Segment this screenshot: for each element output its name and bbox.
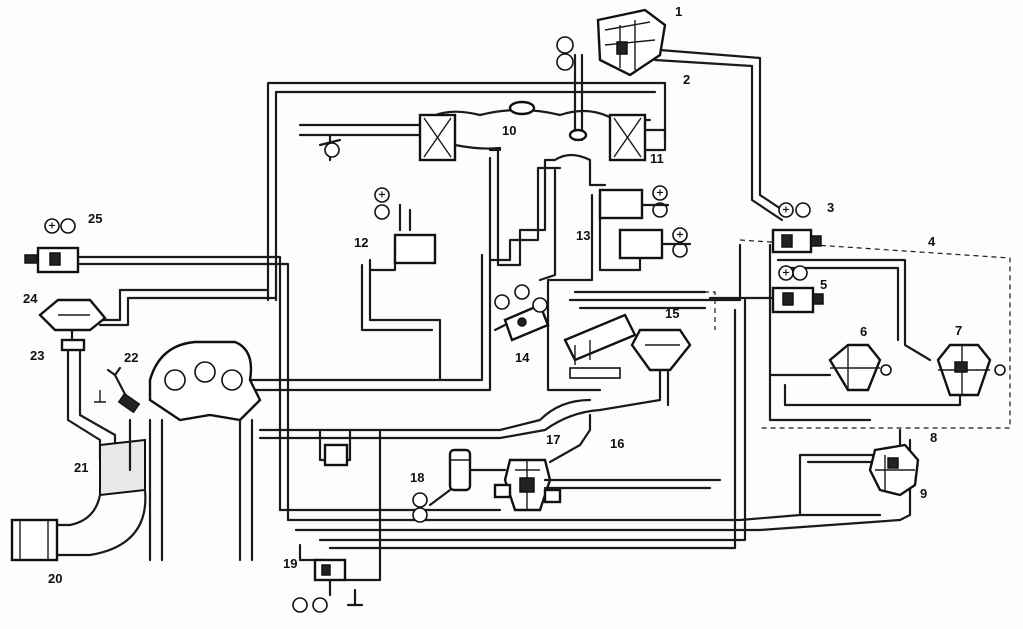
label-7: 7 bbox=[955, 323, 962, 338]
component-22 bbox=[94, 366, 141, 414]
component-6 bbox=[828, 343, 892, 392]
label-18: 18 bbox=[410, 470, 424, 485]
component-5 bbox=[771, 265, 824, 314]
component-14 bbox=[493, 284, 550, 342]
component-3 bbox=[771, 202, 822, 254]
label-21: 21 bbox=[74, 460, 88, 475]
plus-icon: + bbox=[378, 190, 386, 201]
component-24 bbox=[38, 298, 107, 332]
component-25 bbox=[24, 218, 80, 274]
component-labels: 1 2 3 4 5 6 7 8 9 10 11 12 13 14 15 16 1… bbox=[23, 4, 962, 586]
component-8-9 bbox=[868, 428, 920, 497]
label-15: 15 bbox=[665, 306, 679, 321]
label-20: 20 bbox=[48, 571, 62, 586]
label-4: 4 bbox=[928, 234, 936, 249]
label-1: 1 bbox=[675, 4, 682, 19]
exhaust-pipe bbox=[10, 438, 147, 562]
label-3: 3 bbox=[827, 200, 834, 215]
connector-symbols: + + + + + + bbox=[48, 188, 790, 279]
label-25: 25 bbox=[88, 211, 102, 226]
engine-block bbox=[128, 340, 602, 562]
component-19 bbox=[292, 558, 364, 613]
component-7 bbox=[936, 343, 1006, 397]
label-19: 19 bbox=[283, 556, 297, 571]
sensor-plus-icon bbox=[556, 36, 574, 54]
component-15 bbox=[563, 313, 692, 412]
intake-valve-10 bbox=[508, 100, 536, 116]
component-18 bbox=[412, 448, 507, 523]
plus-icon: + bbox=[782, 205, 790, 216]
component-23 bbox=[60, 338, 117, 462]
label-8: 8 bbox=[930, 430, 937, 445]
plus-icon: + bbox=[676, 230, 684, 241]
label-2: 2 bbox=[683, 72, 690, 87]
sensor-minus-icon bbox=[556, 53, 574, 71]
label-16: 16 bbox=[610, 436, 624, 451]
label-24: 24 bbox=[23, 291, 38, 306]
label-6: 6 bbox=[860, 324, 867, 339]
component-1-canister bbox=[596, 8, 667, 77]
label-17: 17 bbox=[546, 432, 560, 447]
component-13 bbox=[598, 185, 692, 260]
plus-icon: + bbox=[656, 188, 664, 199]
label-13: 13 bbox=[576, 228, 590, 243]
label-10: 10 bbox=[502, 123, 516, 138]
throttle-switch bbox=[318, 133, 342, 162]
intake-plenum bbox=[248, 148, 642, 392]
plus-icon: + bbox=[782, 268, 790, 279]
label-14: 14 bbox=[515, 350, 530, 365]
component-17 bbox=[493, 413, 722, 512]
label-5: 5 bbox=[820, 277, 827, 292]
component-12 bbox=[374, 187, 437, 265]
plus-icon: + bbox=[48, 221, 56, 232]
muffler-20 bbox=[10, 518, 59, 562]
label-9: 9 bbox=[920, 486, 927, 501]
top-sensor bbox=[556, 36, 588, 142]
label-22: 22 bbox=[124, 350, 138, 365]
intake-runner bbox=[298, 100, 667, 162]
label-11: 11 bbox=[650, 151, 664, 166]
label-23: 23 bbox=[30, 348, 44, 363]
label-12: 12 bbox=[354, 235, 368, 250]
